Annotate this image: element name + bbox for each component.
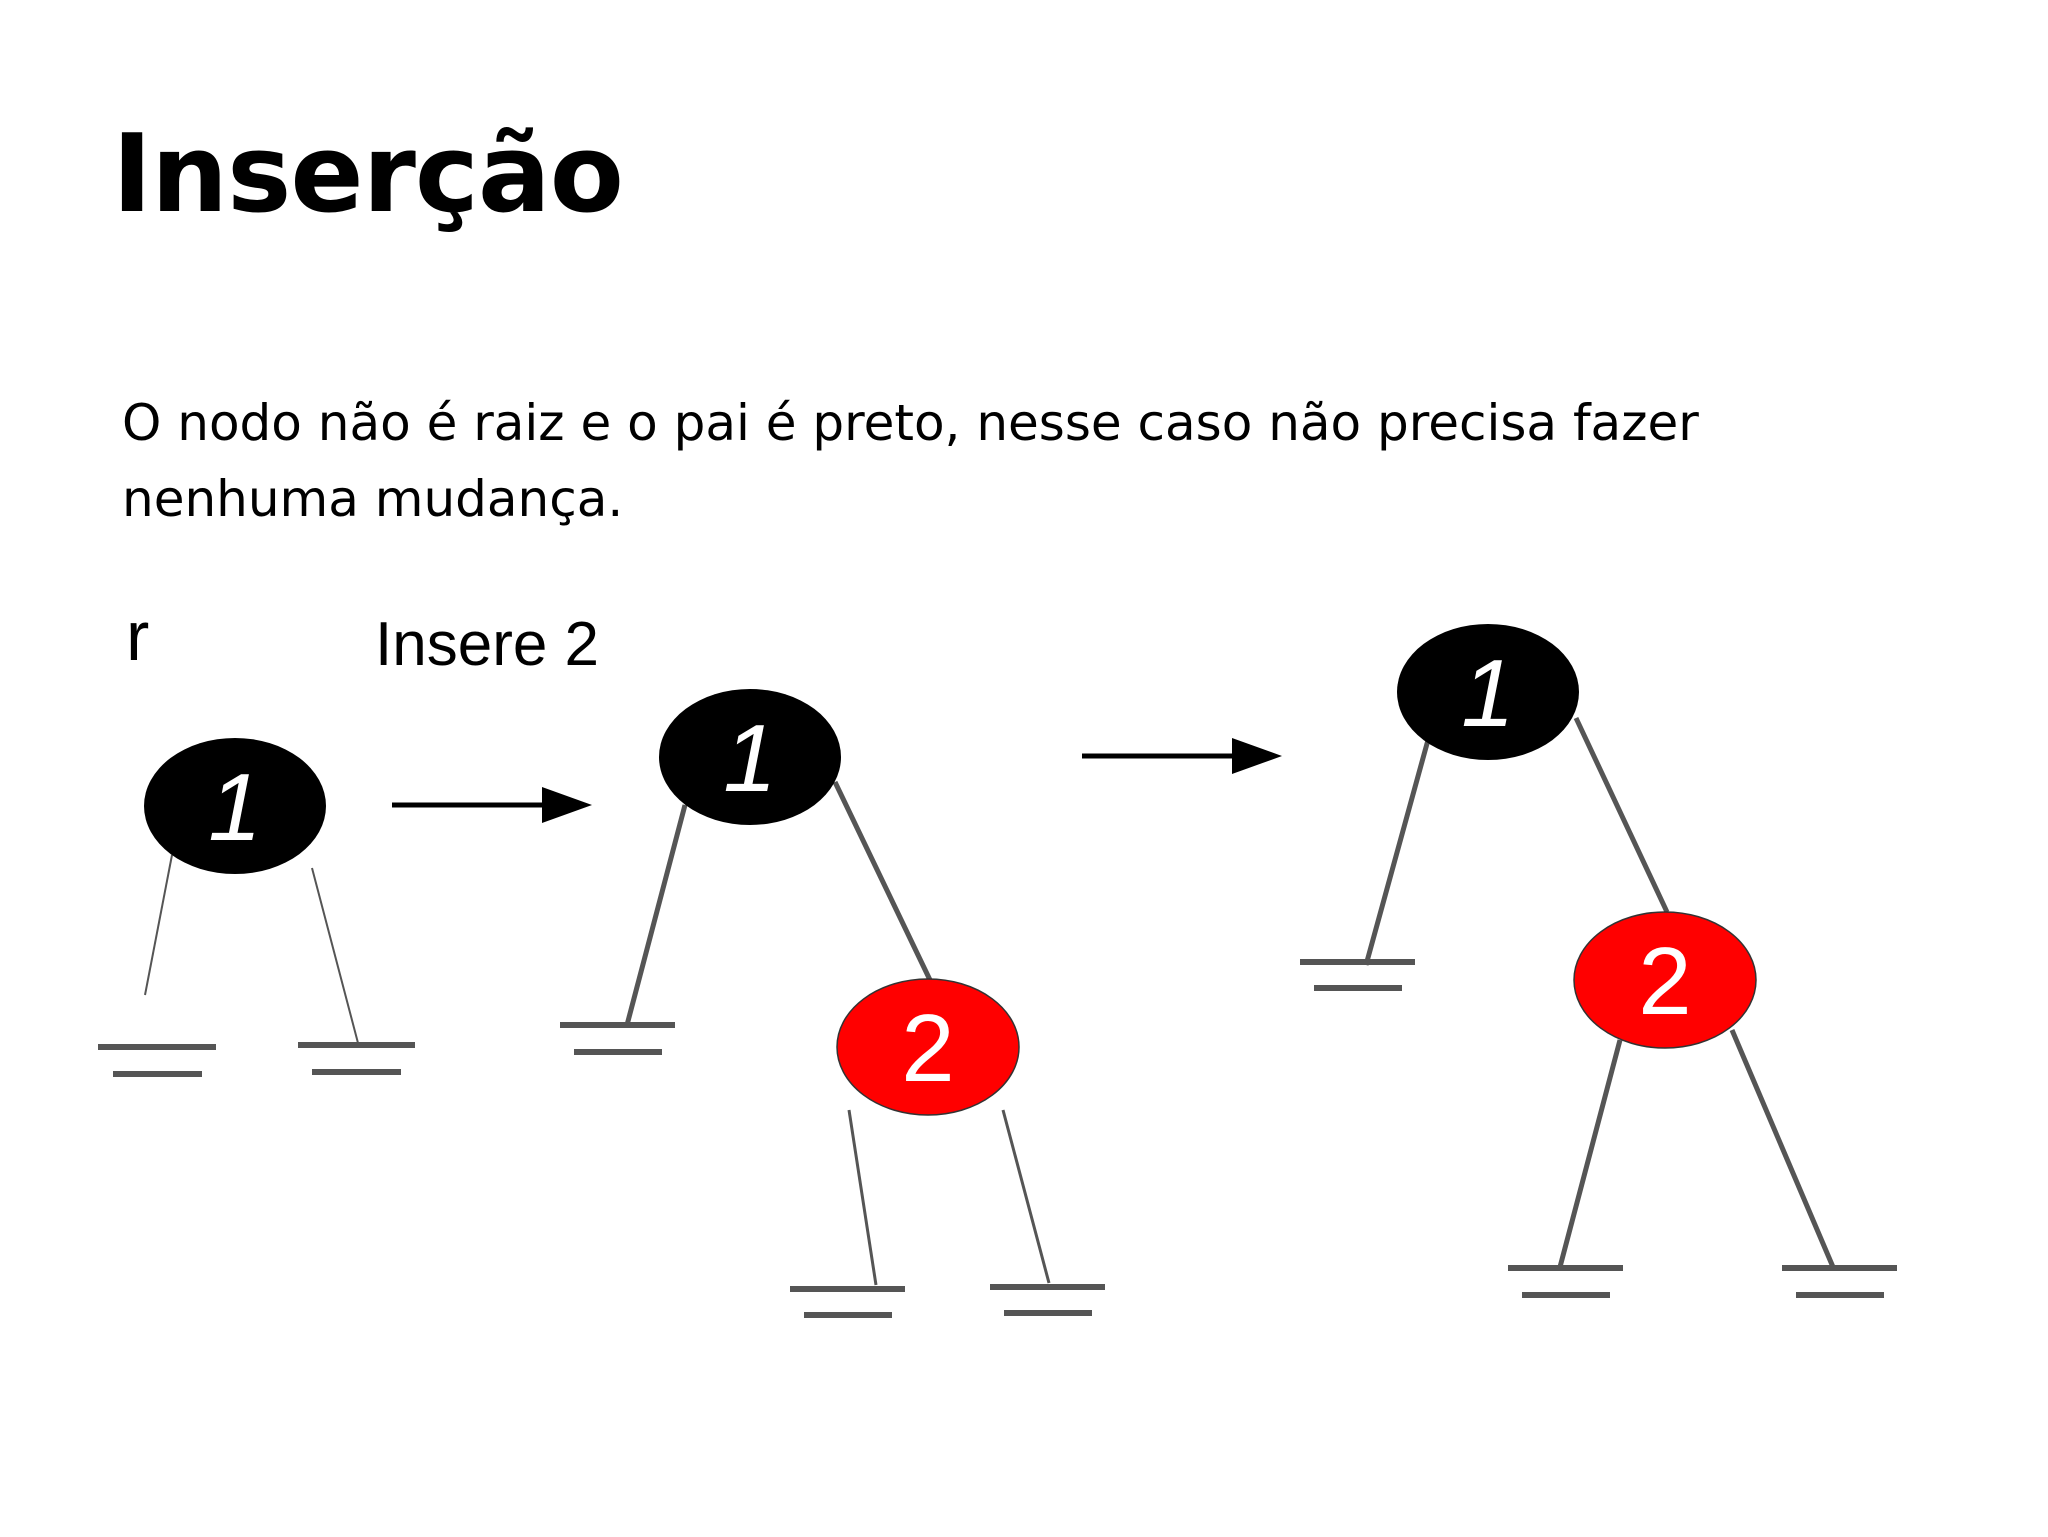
black-node-1 bbox=[1397, 624, 1579, 760]
null-leaf-symbol bbox=[298, 1042, 415, 1075]
step-label: Insere 2 bbox=[375, 610, 599, 679]
edge-left-null bbox=[624, 804, 688, 1026]
edge-right-null bbox=[1001, 1109, 1051, 1284]
slide-body-text: O nodo não é raiz e o pai é preto, nesse… bbox=[122, 394, 1699, 528]
null-leaf-symbol bbox=[1782, 1265, 1897, 1298]
edge-left-null bbox=[847, 1109, 878, 1286]
tree-after-insert: 1 2 bbox=[560, 689, 1105, 1318]
node-key-2: 2 bbox=[1638, 928, 1691, 1035]
null-leaf-symbol bbox=[98, 1044, 216, 1077]
edge-right-child bbox=[832, 780, 933, 982]
edge-left-null bbox=[144, 854, 173, 996]
transition-arrow bbox=[392, 787, 592, 823]
transition-arrow bbox=[1082, 738, 1282, 774]
node-key-1: 1 bbox=[723, 705, 776, 812]
null-leaf-symbol bbox=[560, 1022, 675, 1055]
edge-right-null bbox=[1729, 1029, 1836, 1268]
node-key-2: 2 bbox=[901, 995, 954, 1102]
null-leaf-symbol bbox=[990, 1284, 1105, 1316]
black-node-1 bbox=[659, 689, 841, 825]
null-leaf-symbol bbox=[1508, 1265, 1623, 1298]
node-key-1: 1 bbox=[208, 754, 261, 861]
red-node-2 bbox=[1573, 911, 1757, 1049]
black-node-1 bbox=[144, 738, 326, 874]
edge-left-null bbox=[1557, 1039, 1623, 1268]
edge-left-null bbox=[1363, 739, 1431, 966]
edge-right-null bbox=[311, 867, 359, 1044]
tree-before-insert: 1 bbox=[98, 738, 415, 1077]
slide-title: Inserção bbox=[112, 112, 624, 237]
edge-right-child bbox=[1573, 716, 1670, 914]
tree-final: 1 2 bbox=[1300, 624, 1897, 1298]
node-key-1: 1 bbox=[1461, 640, 1514, 747]
null-leaf-symbol bbox=[1300, 959, 1415, 991]
red-node-2 bbox=[836, 978, 1020, 1116]
null-leaf-symbol bbox=[790, 1286, 905, 1318]
root-label: r bbox=[126, 597, 149, 675]
